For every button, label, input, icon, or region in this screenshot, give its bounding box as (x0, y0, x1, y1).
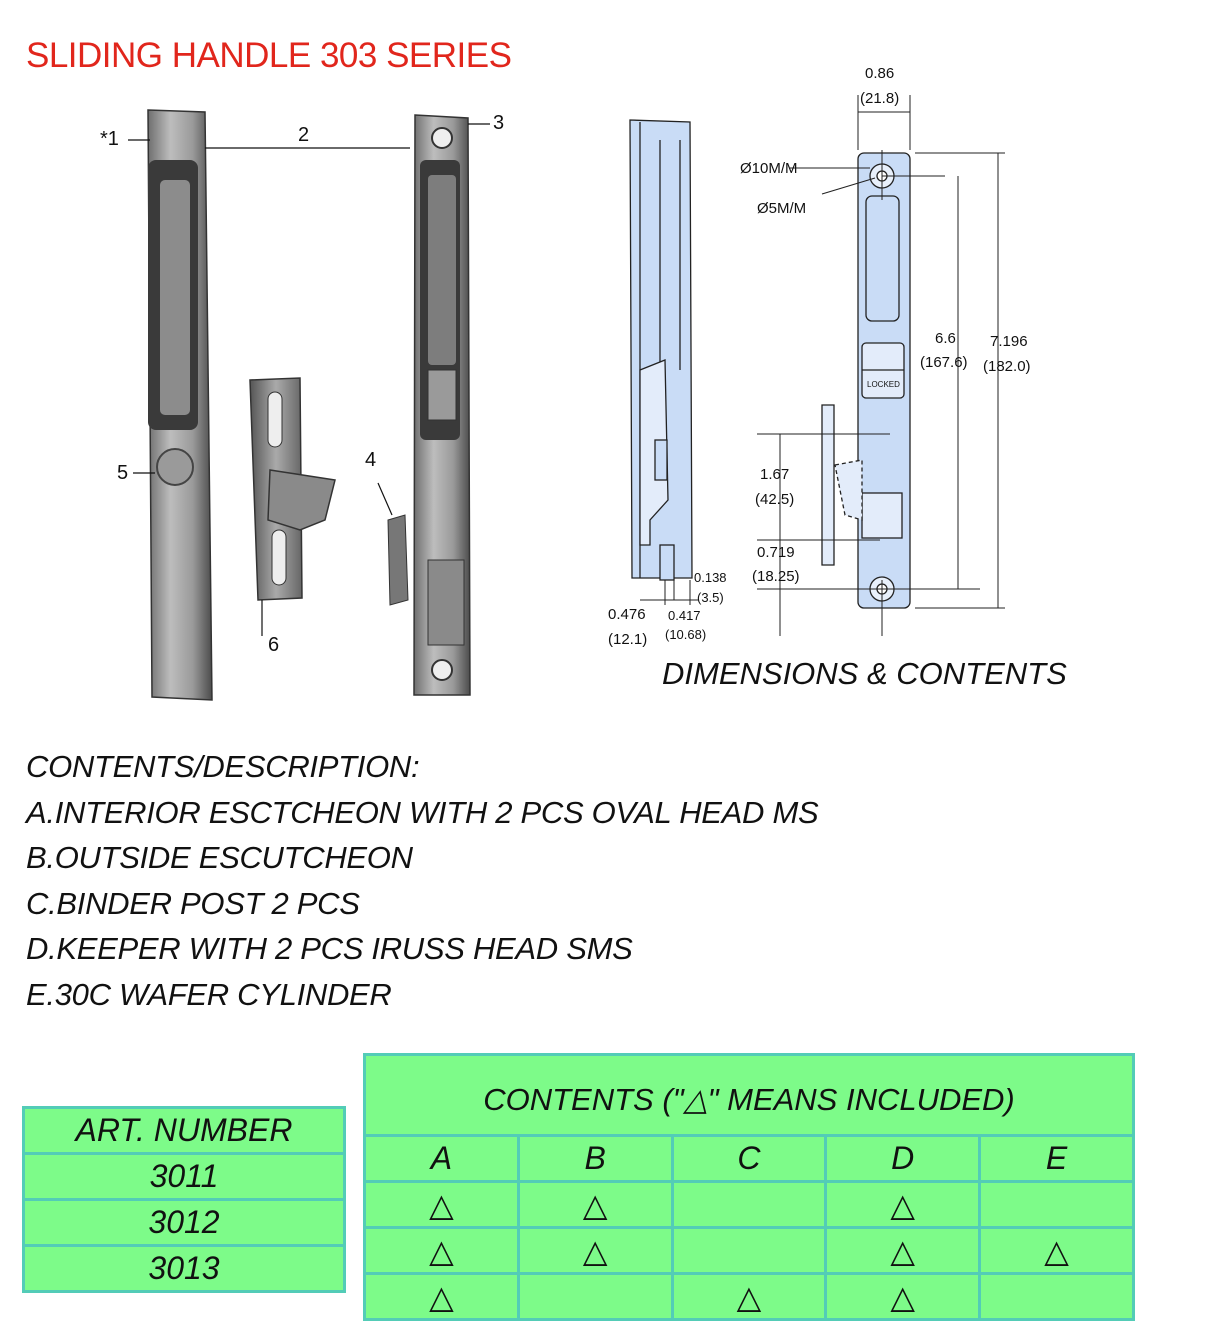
list-item: C.BINDER POST 2 PCS (26, 885, 360, 921)
overall-mm: (182.0) (983, 358, 1031, 375)
side-b-inch: 0.476 (608, 606, 646, 623)
included-mark: △ (516, 1180, 674, 1229)
included-mark: △ (363, 1180, 520, 1229)
column-header: A (363, 1134, 520, 1183)
contents-heading: CONTENTS/DESCRIPTION: (26, 749, 420, 784)
callout-1: *1 (100, 128, 119, 150)
side-c-inch: 0.417 (668, 608, 701, 623)
bottom-inch: 0.719 (757, 544, 795, 561)
product-illustration (128, 109, 490, 701)
contents-table: CONTENTS ("△" MEANS INCLUDED) A B C D E … (363, 1053, 1135, 1321)
locked-label: LOCKED (867, 380, 900, 389)
side-a-inch: 0.138 (694, 570, 727, 585)
column-header: B (516, 1134, 674, 1183)
keeper-mm: (42.5) (755, 491, 795, 508)
table-row: △ △ △ △ (363, 1226, 1135, 1275)
outside-escutcheon (387, 114, 471, 696)
side-c-mm: (10.68) (665, 627, 707, 642)
overall-inch: 7.196 (990, 333, 1028, 350)
hole-spacing-inch: 6.6 (935, 330, 956, 347)
included-mark: △ (978, 1226, 1135, 1275)
callout-4: 4 (365, 449, 377, 471)
included-mark: △ (363, 1226, 520, 1275)
included-mark (670, 1180, 828, 1229)
keeper-inch: 1.67 (760, 466, 790, 483)
table-row: △ △ △ (363, 1272, 1135, 1321)
art-number-table: ART. NUMBER 3011 3012 3013 (22, 1106, 346, 1293)
dimensions-heading: DIMENSIONS & CONTENTS (662, 656, 1067, 691)
contents-list: CONTENTS/DESCRIPTION: A.INTERIOR ESCTCHE… (26, 744, 819, 1017)
included-mark (978, 1180, 1135, 1229)
list-item: D.KEEPER WITH 2 PCS IRUSS HEAD SMS (26, 931, 633, 966)
included-mark (670, 1226, 828, 1275)
contents-table-header: CONTENTS ("△" MEANS INCLUDED) (363, 1053, 1135, 1137)
included-mark: △ (516, 1226, 674, 1275)
bottom-mm: (18.25) (752, 568, 800, 585)
list-item: A.INTERIOR ESCTCHEON WITH 2 PCS OVAL HEA… (26, 794, 819, 830)
included-mark (978, 1272, 1135, 1321)
callout-2: 2 (298, 124, 310, 146)
callout-5: 5 (117, 462, 129, 484)
dimension-drawing (629, 95, 1005, 636)
included-mark: △ (824, 1272, 982, 1321)
included-mark (516, 1272, 674, 1321)
art-number-header: ART. NUMBER (22, 1106, 346, 1155)
side-a-mm: (3.5) (697, 590, 724, 605)
list-item: B.OUTSIDE ESCUTCHEON (26, 840, 413, 875)
interior-escutcheon (147, 109, 213, 701)
callout-6: 6 (268, 634, 280, 656)
included-mark: △ (363, 1272, 520, 1321)
hole-spacing-mm: (167.6) (920, 354, 968, 371)
included-mark: △ (824, 1180, 982, 1229)
table-row: △ △ △ (363, 1180, 1135, 1229)
column-header: D (824, 1134, 982, 1183)
art-number-cell: 3013 (22, 1244, 346, 1293)
included-mark: △ (670, 1272, 828, 1321)
list-item: E.30C WAFER CYLINDER (26, 976, 392, 1012)
art-number-cell: 3012 (22, 1198, 346, 1247)
side-view (629, 119, 693, 581)
column-header: C (670, 1134, 828, 1183)
width-inch: 0.86 (865, 65, 895, 82)
width-mm: (21.8) (860, 90, 900, 107)
keeper (249, 377, 336, 601)
hole-small-label: Ø5M/M (757, 200, 807, 217)
callout-3: 3 (493, 112, 505, 134)
included-mark: △ (824, 1226, 982, 1275)
hole-large-label: Ø10M/M (740, 160, 798, 177)
art-number-cell: 3011 (22, 1152, 346, 1201)
side-b-mm: (12.1) (608, 631, 648, 648)
page-title: SLIDING HANDLE 303 SERIES (26, 36, 512, 75)
column-header: E (978, 1134, 1135, 1183)
